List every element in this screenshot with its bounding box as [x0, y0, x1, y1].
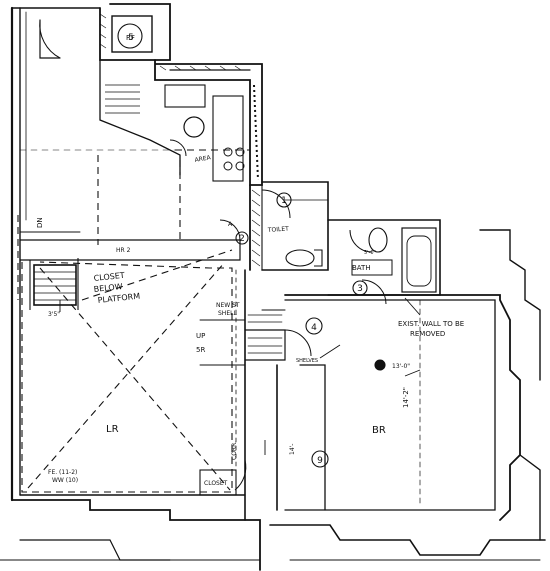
label-ref: RF — [126, 34, 135, 42]
exterior-walls — [0, 3, 546, 571]
label-up: UP — [196, 332, 205, 340]
kitchen-area-label: AREA — [194, 154, 212, 164]
corr-note: CORR. — [231, 441, 238, 460]
fe-note-1: FE. (11-2) — [48, 469, 77, 476]
door-tag-4: 4 — [311, 323, 317, 333]
fe-note-2: WW (10) — [52, 477, 78, 484]
closet-small-note: CLOSET — [204, 480, 228, 487]
dim-br-width: 14'-2" — [402, 387, 410, 408]
shelves-note: SHELVES — [296, 358, 318, 364]
kitchen-stair-hatch — [105, 84, 259, 181]
room-label-bath: BATH — [352, 264, 371, 272]
dim-br-side: 14'- — [289, 444, 296, 455]
platform-outline — [17, 149, 250, 493]
wall-note-2: REMOVED — [410, 330, 445, 338]
new-steps-note-1: NEW ST — [216, 302, 240, 309]
wall-note-1: EXIST. WALL TO BE — [398, 320, 464, 328]
label-hr: HR 2 — [116, 247, 131, 254]
room-label-lr: LR — [106, 424, 119, 435]
stair-left — [29, 258, 79, 310]
label-a: A — [228, 221, 233, 228]
dim-br-depth: 13'-0" — [392, 363, 410, 370]
new-steps-note-2: SHELL — [218, 310, 237, 317]
closet-note-2: BELOW — [93, 282, 123, 294]
leader-arrows — [59, 297, 421, 455]
label-dn: DN — [36, 217, 44, 228]
door-tags — [117, 23, 368, 468]
label-steps: 5R — [196, 346, 205, 354]
wall-hatching — [99, 13, 261, 267]
door-tag-2: 2 — [239, 234, 245, 244]
bath-fixtures — [285, 227, 388, 371]
closet-note-3: PLATFORM — [97, 292, 140, 305]
room-label-toilet: TOILET — [267, 226, 290, 235]
door-tag-5: 5 — [128, 33, 134, 43]
door-tag-9: 9 — [317, 456, 323, 466]
door-tag-1: 1 — [281, 196, 287, 206]
dim-stair-width: 3'5" — [48, 311, 60, 318]
door-swings — [39, 19, 387, 491]
dim-bath: 5'-0" — [364, 250, 376, 256]
closet-note-1: CLOSET — [93, 271, 125, 283]
room-label-br: BR — [372, 425, 386, 436]
door-tag-3: 3 — [357, 284, 363, 294]
